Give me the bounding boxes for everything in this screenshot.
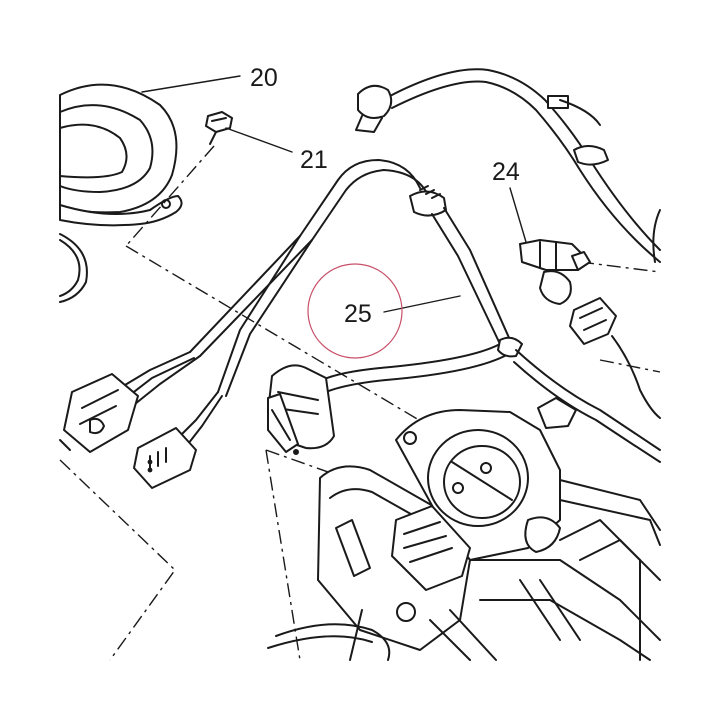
callout-25-label: 25 [344, 300, 372, 328]
leader-line-21 [225, 127, 293, 153]
harness-connector-large [267, 364, 335, 455]
leader-lines [141, 75, 527, 313]
harness-connector-left [59, 351, 201, 453]
harness-connector-right [133, 391, 223, 489]
throttle-body-assembly [267, 397, 661, 661]
part-20-intake-boot [59, 83, 183, 303]
part-25-wiring-harness [189, 159, 661, 463]
breather-hose [355, 68, 661, 263]
callout-25-highlight-circle [307, 263, 403, 359]
leader-line-24 [509, 187, 527, 243]
leader-line-20 [141, 75, 241, 93]
callout-20-label: 20 [250, 64, 278, 92]
callout-24-label: 24 [492, 158, 520, 186]
leader-line-25 [383, 295, 461, 313]
part-24-sensor [519, 239, 661, 419]
callout-21-label: 21 [300, 146, 328, 174]
part-21-screw [205, 111, 233, 145]
